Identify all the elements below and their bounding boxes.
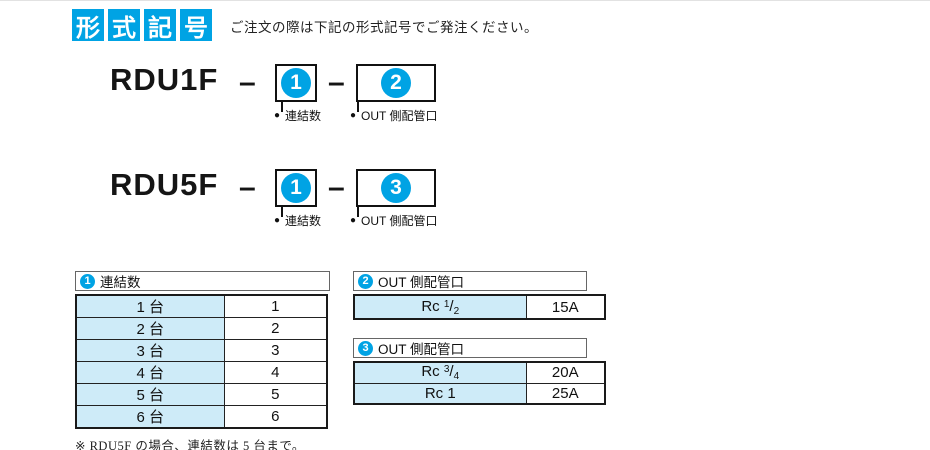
value-cell: 4 [223,361,328,384]
spec-cell: Rc 1 [353,382,527,405]
field-callout: ● 連結数 [274,107,321,124]
value-cell: 25A [525,382,606,405]
spec-cell: Rc 1/2 [353,294,527,320]
bullet-icon: ● [350,214,357,226]
value-cell: 2 [223,317,328,340]
model-name: RDU5F [110,167,219,202]
dash-separator: – [239,171,256,204]
dash-separator: – [239,66,256,99]
field-number-circle: 1 [281,173,311,203]
value-cell: 3 [223,339,328,362]
field-callout: ● OUT 側配管口 [350,107,438,124]
table-title-text: OUT 側配管口 [378,342,465,357]
spec-cell: 4 台 [75,361,225,384]
leader-line [357,207,359,217]
spec-cell: 3 台 [75,339,225,362]
table-title-text: OUT 側配管口 [378,275,465,290]
table-title-text: 連結数 [100,275,141,290]
table-number-circle: 1 [80,273,95,289]
field-label: OUT 側配管口 [361,109,438,123]
leader-line [357,102,359,112]
table-footnote: ※ RDU5F の場合、連結数は 5 台まで。 [75,439,305,450]
table-number-circle: 2 [358,273,373,289]
field-number-circle: 1 [281,68,311,98]
code-box-1: 1 [275,64,317,102]
spec-cell: 2 台 [75,317,225,340]
spec-cell: 6 台 [75,405,225,429]
table-title: 1 連結数 [75,271,330,291]
field-label: OUT 側配管口 [361,214,438,228]
leader-line [281,207,283,217]
field-label: 連結数 [285,109,322,123]
badge-char: 記 [144,9,176,42]
code-box-3: 3 [356,169,436,207]
model-name: RDU1F [110,62,219,97]
code-box-2: 2 [356,64,436,102]
value-cell: 15A [525,294,606,320]
table-number-circle: 3 [358,340,373,356]
bullet-icon: ● [274,109,281,121]
table-title: 3 OUT 側配管口 [353,338,587,358]
spec-cell: 1 台 [75,294,225,318]
field-number-circle: 2 [381,68,411,98]
value-cell: 6 [223,405,328,429]
field-callout: ● 連結数 [274,212,321,229]
field-label: 連結数 [285,214,322,228]
section-title-badge: 形 式 記 号 [72,9,212,42]
bullet-icon: ● [274,214,281,226]
value-cell: 20A [525,361,606,384]
field-callout: ● OUT 側配管口 [350,212,438,229]
table-title: 2 OUT 側配管口 [353,271,587,291]
badge-char: 式 [108,9,140,42]
leader-line [281,102,283,112]
ordering-instruction: ご注文の際は下記の形式記号でご発注ください。 [230,20,538,35]
bullet-icon: ● [350,109,357,121]
dash-separator: – [328,171,345,204]
badge-char: 号 [180,9,212,42]
spec-cell: Rc 3/4 [353,361,527,384]
dash-separator: – [328,66,345,99]
badge-char: 形 [72,9,104,42]
value-cell: 5 [223,383,328,406]
field-number-circle: 3 [381,173,411,203]
spec-cell: 5 台 [75,383,225,406]
value-cell: 1 [223,294,328,318]
code-box-1: 1 [275,169,317,207]
